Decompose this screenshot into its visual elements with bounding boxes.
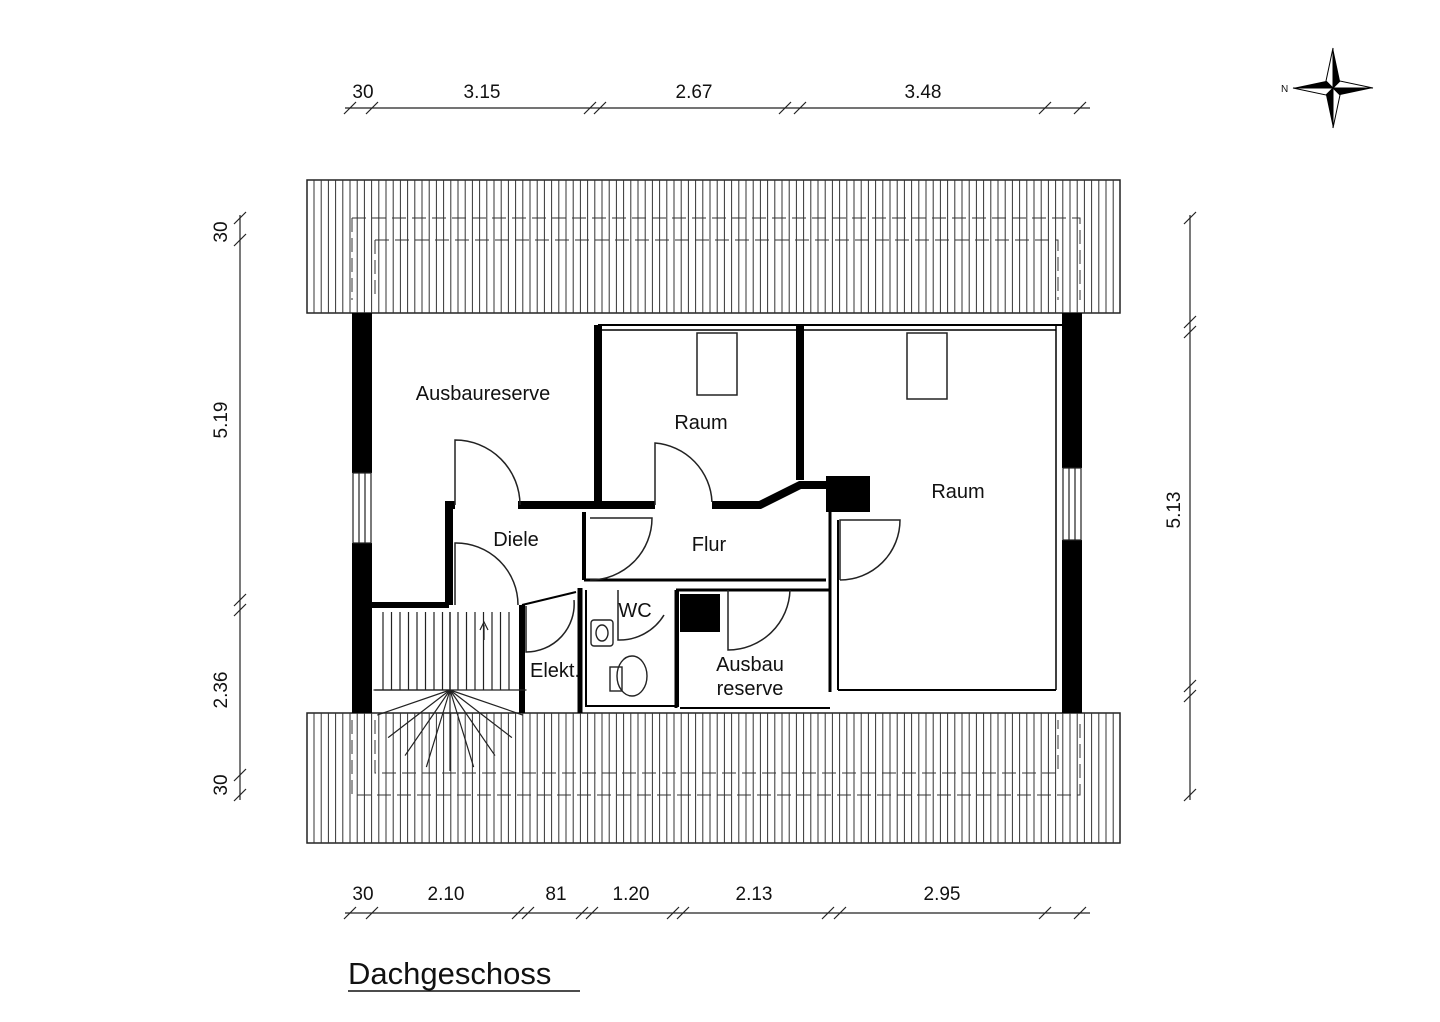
dim-tick <box>365 101 379 115</box>
roof-bottom <box>306 712 1121 844</box>
dim-bottom-5: 2.95 <box>924 884 961 905</box>
interior-walls <box>372 324 1062 713</box>
dim-tick <box>833 906 847 920</box>
dim-left-0: 30 <box>211 221 232 242</box>
dim-right-0: 5.13 <box>1164 492 1185 529</box>
dim-tick <box>585 906 599 920</box>
room-ausbaureserve: Ausbaureserve <box>416 383 551 405</box>
plan-title: Dachgeschoss <box>348 956 551 991</box>
dim-tick <box>821 906 835 920</box>
stair-tread <box>449 689 513 739</box>
stair-tread <box>449 689 523 716</box>
room-ausbau-line1: Ausbau <box>716 654 784 676</box>
room-labels: Ausbaureserve Raum Raum Diele Flur WC El… <box>416 383 985 700</box>
dim-left-2: 2.36 <box>211 672 232 709</box>
dim-top-2: 2.67 <box>676 82 713 103</box>
dim-tick <box>521 906 535 920</box>
dim-tick <box>343 906 357 920</box>
dim-tick <box>593 101 607 115</box>
dim-left-1: 5.19 <box>211 402 232 439</box>
dim-bottom-0: 30 <box>352 884 373 905</box>
windows <box>352 467 1082 544</box>
dim-tick <box>793 101 807 115</box>
dim-tick <box>233 788 247 802</box>
roof-top <box>306 179 1121 314</box>
exterior-walls <box>352 313 1082 713</box>
dim-tick <box>1183 679 1197 693</box>
dim-tick <box>365 906 379 920</box>
dim-tick <box>233 593 247 607</box>
dim-tick <box>1073 906 1087 920</box>
dim-bottom-4: 2.13 <box>736 884 773 905</box>
compass-rose: N <box>1281 47 1374 129</box>
dim-tick <box>343 101 357 115</box>
sink-icon <box>590 619 614 647</box>
dim-tick <box>1183 211 1197 225</box>
dimension-labels-left: 30 5.19 2.36 30 <box>211 221 232 795</box>
dimension-labels-top: 30 3.15 2.67 3.48 <box>352 82 941 103</box>
dim-tick <box>1183 788 1197 802</box>
stair-tread <box>387 689 451 739</box>
skylights <box>696 332 948 400</box>
dim-bottom-3: 1.20 <box>613 884 650 905</box>
stair-tread <box>404 689 451 756</box>
dim-top-0: 30 <box>352 82 373 103</box>
dim-tick <box>233 768 247 782</box>
dim-tick <box>666 906 680 920</box>
dimension-labels-bottom: 30 2.10 81 1.20 2.13 2.95 <box>352 884 960 905</box>
room-raum-2: Raum <box>931 481 984 503</box>
dim-tick <box>233 211 247 225</box>
dim-top-3: 3.48 <box>905 82 942 103</box>
dim-left-3: 30 <box>211 774 232 795</box>
stair-tread <box>449 689 475 768</box>
stair-tread <box>449 689 496 756</box>
room-ausbau-line2: reserve <box>717 678 784 700</box>
dim-tick <box>511 906 525 920</box>
dim-tick <box>1183 325 1197 339</box>
room-raum-1: Raum <box>674 412 727 434</box>
dimension-labels-right: 5.13 <box>1164 492 1185 529</box>
dim-tick <box>1038 906 1052 920</box>
dim-tick <box>1183 315 1197 329</box>
dim-tick <box>583 101 597 115</box>
dim-tick <box>676 906 690 920</box>
room-diele: Diele <box>493 529 539 551</box>
dim-tick <box>233 233 247 247</box>
dim-tick <box>1183 689 1197 703</box>
doors <box>454 439 901 653</box>
dim-top-1: 3.15 <box>464 82 501 103</box>
stair-tread <box>377 689 451 716</box>
dim-bottom-1: 2.10 <box>428 884 465 905</box>
dim-tick <box>778 101 792 115</box>
room-wc: WC <box>618 600 651 622</box>
dim-tick <box>1073 101 1087 115</box>
dim-tick <box>575 906 589 920</box>
room-flur: Flur <box>692 534 727 556</box>
stair-tread <box>425 689 451 768</box>
toilet-icon <box>609 666 623 692</box>
room-elekt: Elekt. <box>530 660 580 682</box>
dim-tick <box>233 603 247 617</box>
staircase <box>373 612 527 771</box>
dim-tick <box>1038 101 1052 115</box>
north-label: N <box>1281 84 1288 95</box>
dim-bottom-2: 81 <box>545 884 566 905</box>
wc-fixtures <box>590 619 648 697</box>
dimension-lines <box>233 101 1197 920</box>
